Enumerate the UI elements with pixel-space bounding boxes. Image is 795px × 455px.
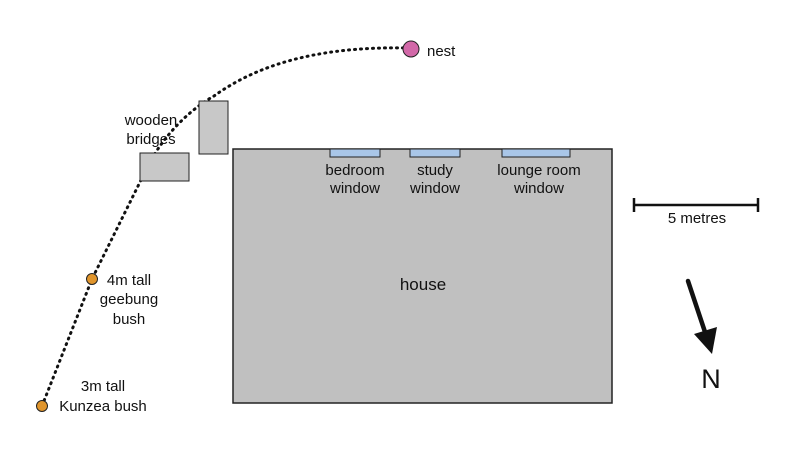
scale-bar-label: 5 metres bbox=[668, 210, 726, 227]
wooden-bridge-lower bbox=[139, 152, 190, 182]
kunzea-bush-label-line2: Kunzea bush bbox=[59, 398, 147, 415]
wooden-bridges-label-line2: bridges bbox=[126, 131, 175, 148]
lounge-room-window bbox=[501, 148, 571, 158]
study-window-label-line2: window bbox=[409, 180, 460, 197]
geebung-bush-marker bbox=[86, 273, 98, 285]
kunzea-bush-label-line1: 3m tall bbox=[81, 378, 125, 395]
north-arrow-icon bbox=[685, 278, 717, 354]
bedroom-window bbox=[329, 148, 381, 158]
geebung-bush-label-line3: bush bbox=[113, 311, 146, 328]
nest-label: nest bbox=[427, 43, 456, 60]
house-label: house bbox=[400, 275, 446, 294]
north-label: N bbox=[701, 364, 721, 394]
flight-path bbox=[40, 46, 413, 408]
scale-bar bbox=[632, 198, 760, 212]
geebung-bush-label-line2: geebung bbox=[100, 291, 158, 308]
study-window-label-line1: study bbox=[417, 162, 453, 179]
lounge-room-window-label-line2: window bbox=[513, 180, 564, 197]
wooden-bridges-label-line1: wooden bbox=[124, 112, 178, 129]
geebung-bush-label-line1: 4m tall bbox=[107, 272, 151, 289]
house bbox=[232, 148, 613, 404]
kunzea-bush-marker bbox=[36, 400, 48, 412]
nest-marker bbox=[402, 40, 420, 58]
study-window bbox=[409, 148, 461, 158]
wooden-bridge-upper bbox=[198, 100, 229, 155]
lounge-room-window-label-line1: lounge room bbox=[497, 162, 580, 179]
bedroom-window-label-line1: bedroom bbox=[325, 162, 384, 179]
bedroom-window-label-line2: window bbox=[329, 180, 380, 197]
